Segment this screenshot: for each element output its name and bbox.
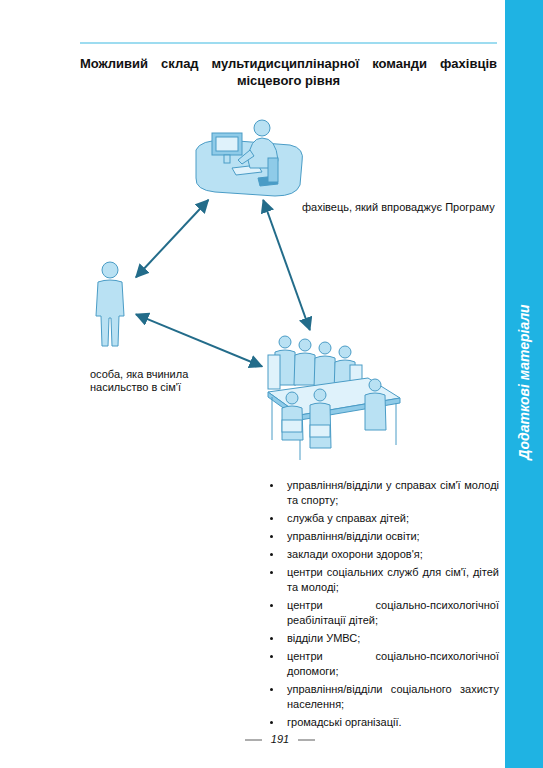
page-dash bbox=[298, 740, 315, 741]
double-arrow bbox=[263, 200, 310, 330]
top-rule bbox=[80, 42, 497, 43]
list-item: відділи УМВС; bbox=[267, 631, 499, 646]
member-list: управління/відділи у справах сім'ї молод… bbox=[267, 478, 499, 733]
figure-label: фахівець, який впроваджує Програму bbox=[302, 201, 495, 214]
list-item: управління/відділи у справах сім'ї молод… bbox=[267, 478, 499, 508]
list-item: центри соціально-психологічної допомоги; bbox=[267, 649, 499, 679]
figure-node: особа, яка вчинила насильство в сім'ї bbox=[86, 258, 136, 350]
list-item: центри соціальних служб для сім'ї, дітей… bbox=[267, 565, 499, 595]
double-arrow bbox=[136, 200, 208, 277]
list-item: центри соціально-психологічної реабіліта… bbox=[267, 598, 499, 628]
figure-label: особа, яка вчинила насильство в сім'ї bbox=[90, 368, 208, 394]
page-dash bbox=[245, 740, 262, 741]
side-band-label: Додаткові матеріали bbox=[516, 304, 532, 459]
list-item: управління/відділи соціального захисту н… bbox=[267, 682, 499, 712]
list-item: громадські організації. bbox=[267, 715, 499, 730]
person-figure bbox=[96, 262, 124, 346]
page-number: 191 bbox=[258, 733, 302, 745]
side-band bbox=[505, 0, 543, 768]
diagram-title: Можливий склад мультидисциплінарної кома… bbox=[80, 55, 497, 89]
double-arrow bbox=[136, 314, 262, 366]
team-group: управління/відділи у справах сім'ї молод… bbox=[262, 330, 405, 462]
list-item: служба у справах дітей; bbox=[267, 511, 499, 526]
specialist-figure bbox=[196, 120, 303, 196]
list-item: заклади охорони здоров'я; bbox=[267, 547, 499, 562]
list-item: управління/відділи освіти; bbox=[267, 529, 499, 544]
figure-node: фахівець, який впроваджує Програму bbox=[190, 115, 306, 200]
group-figure bbox=[268, 336, 400, 460]
